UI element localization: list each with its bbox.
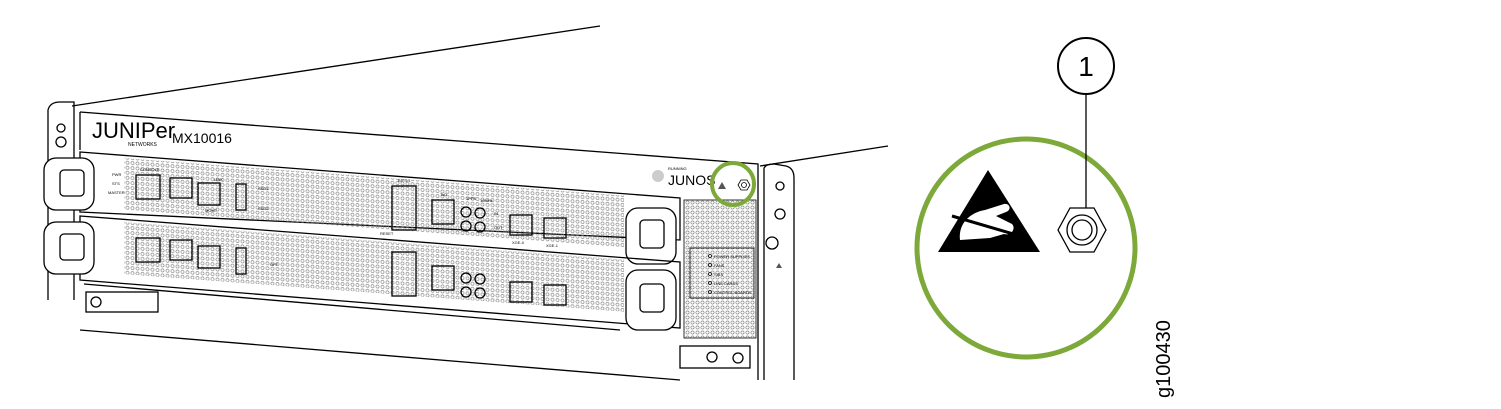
esd-highlight-circle: [710, 161, 756, 207]
xge-0-port[interactable]: [509, 281, 533, 303]
lower-tray: [83, 283, 751, 369]
chassis-top-edge: [71, 25, 601, 107]
led-label: PWR: [112, 172, 121, 177]
callout-number-circle: [1057, 37, 1115, 95]
tod-port[interactable]: [431, 199, 455, 225]
craft-led-label: LINE CARDS: [714, 281, 738, 286]
reset-label: RESET: [380, 231, 394, 236]
xge-0-port[interactable]: [509, 214, 533, 236]
tray-handle[interactable]: [85, 291, 159, 313]
junos-running-label: RUNNING: [668, 166, 687, 171]
xge-1-port[interactable]: [543, 217, 567, 239]
mhz-label: 10MHz: [480, 198, 493, 203]
bits-label: BITS-1: [398, 178, 411, 183]
sfp-port[interactable]: [197, 245, 221, 269]
callout-number: 1: [1078, 51, 1094, 82]
ejector-handle[interactable]: [625, 269, 677, 331]
usb-port[interactable]: [235, 247, 247, 275]
sfp-port[interactable]: [197, 182, 221, 206]
out-label: OUT: [494, 225, 503, 230]
junos-label: JUNOS: [668, 172, 715, 188]
mgmt-port[interactable]: [169, 177, 193, 199]
esd-point-small: [737, 179, 751, 191]
figure-id-label: g100430: [1153, 320, 1175, 398]
link-label: LINK: [214, 177, 223, 182]
ssd-label: SSD2: [258, 206, 269, 211]
console-label: CONSOLE: [140, 167, 160, 172]
ejector-handle[interactable]: [43, 157, 95, 211]
xge-label: XGE-1: [546, 243, 559, 248]
esd-point-nut-icon: [1057, 207, 1107, 253]
bits-ports[interactable]: [391, 251, 417, 297]
tod-label: ToD: [440, 192, 447, 197]
usb-port[interactable]: [235, 183, 247, 211]
juniper-networks-label: NETWORKS: [128, 142, 158, 148]
bits-ports[interactable]: [391, 185, 417, 231]
craft-led-label: FANS: [714, 263, 725, 268]
console-port[interactable]: [135, 237, 161, 263]
tod-port[interactable]: [431, 265, 455, 291]
control-board-1: PWR STS MASTER CONSOLE MGMT LINK SSD1 SS…: [43, 151, 681, 265]
chassis-front: JUNIPer NETWORKS MX10016 RUNNING JUNOS: [79, 111, 759, 381]
led-label: STS: [112, 181, 120, 186]
craft-led-label: SIBS: [714, 272, 723, 277]
mgmt-label: MGMT: [205, 208, 218, 213]
tray-handle[interactable]: [679, 345, 751, 369]
mgmt-port[interactable]: [169, 239, 193, 261]
xge-label: XGE-0: [512, 240, 525, 245]
model-label: MX10016: [172, 130, 232, 146]
ejector-handle[interactable]: [625, 207, 677, 265]
pps-label: 1PPS: [466, 196, 477, 201]
ejector-handle[interactable]: [43, 221, 95, 275]
craft-panel: POWER SUPPLIES FANS SIBS LINE CARDS CONT…: [683, 199, 757, 339]
junos-logo-icon: [652, 170, 664, 182]
ssd-label: SSD1: [258, 186, 269, 191]
esd-warning-icon: [938, 170, 1040, 252]
console-port[interactable]: [135, 174, 161, 200]
chassis-side-edge: [759, 145, 889, 167]
craft-led-label: POWER SUPPLIES: [714, 254, 750, 259]
control-board-0: OFF: [43, 215, 681, 331]
right-rack-ear: [763, 163, 795, 380]
esd-detail-callout: 1: [914, 37, 1138, 360]
craft-led-label: CONTROL BOARDS: [714, 290, 752, 295]
xge-1-port[interactable]: [543, 284, 567, 306]
juniper-logo: JUNIPer: [92, 118, 175, 143]
offline-label: OFF: [270, 262, 279, 267]
led-label: MASTER: [108, 190, 125, 195]
esd-warning-small-icon: [718, 182, 726, 189]
in-label: IN: [494, 211, 498, 216]
